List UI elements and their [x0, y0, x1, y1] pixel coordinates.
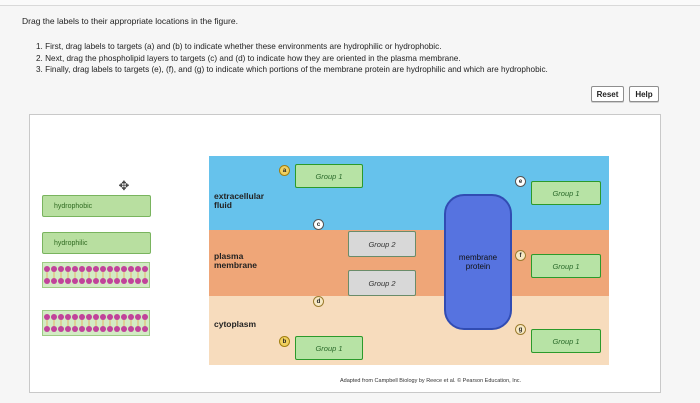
target-d[interactable]: Group 2: [348, 270, 416, 296]
target-f[interactable]: Group 1: [531, 254, 601, 278]
help-button[interactable]: Help: [629, 86, 659, 102]
marker-a: a: [279, 165, 290, 176]
instructions-title: Drag the labels to their appropriate loc…: [22, 16, 238, 26]
cytoplasm-label: cytoplasm: [214, 319, 257, 329]
move-icon[interactable]: ✥: [118, 178, 130, 193]
extracellular-fluid-label: extracellular fluid: [214, 191, 265, 210]
phospholipid-layer-tails-up[interactable]: [42, 262, 150, 288]
target-b[interactable]: Group 1: [295, 336, 363, 360]
marker-c: c: [313, 219, 324, 230]
marker-f: f: [515, 250, 526, 261]
marker-b: b: [279, 336, 290, 347]
marker-d: d: [313, 296, 324, 307]
marker-e: e: [515, 176, 526, 187]
instruction-step-3: 3. Finally, drag labels to targets (e), …: [36, 65, 548, 74]
figure-caption: Adapted from Campbell Biology by Reece e…: [340, 378, 522, 384]
membrane-diagram: extracellular fluid plasma membrane cyto…: [209, 156, 609, 365]
target-e[interactable]: Group 1: [531, 181, 601, 205]
plasma-membrane-label: plasma membrane: [214, 251, 257, 270]
instructions-steps: 1. First, drag labels to targets (a) and…: [36, 41, 548, 76]
label-hydrophobic[interactable]: hydrophobic: [42, 195, 151, 217]
instruction-step-1: 1. First, drag labels to targets (a) and…: [36, 42, 442, 51]
marker-g: g: [515, 324, 526, 335]
reset-button[interactable]: Reset: [591, 86, 624, 102]
target-a[interactable]: Group 1: [295, 164, 363, 188]
label-hydrophilic[interactable]: hydrophilic: [42, 232, 151, 254]
phospholipid-layer-tails-down[interactable]: [42, 310, 150, 336]
target-c[interactable]: Group 2: [348, 231, 416, 257]
instruction-step-2: 2. Next, drag the phospholipid layers to…: [36, 53, 461, 63]
membrane-protein: membrane protein: [444, 194, 512, 330]
window-top-edge: [0, 0, 700, 6]
target-g[interactable]: Group 1: [531, 329, 601, 353]
